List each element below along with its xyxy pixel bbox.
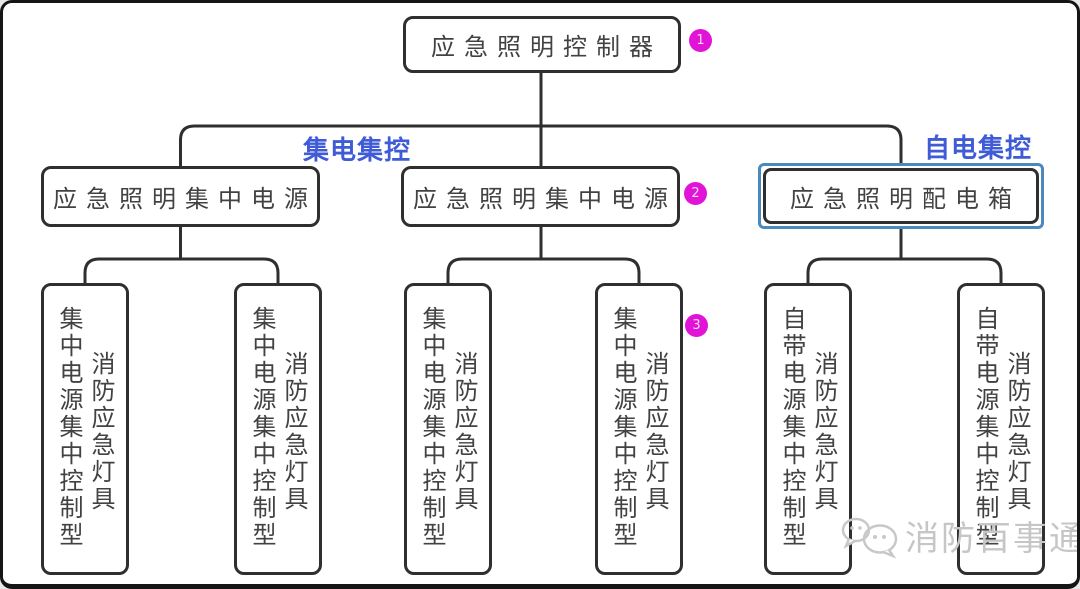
luminaire-device-label: 消防应急灯具 [1003,351,1031,513]
branch-label-self-contained-power: 自电集控 [924,134,1033,164]
badge-number: 1 [696,33,705,48]
badge-2: 2 [684,182,707,205]
luminaire-device-label: 消防应急灯具 [87,351,115,513]
node-luminaire-1: 集中电源集中控制型 消防应急灯具 [41,283,129,575]
luminaire-type-label: 集中电源集中控制型 [55,306,83,549]
luminaire-type-label: 自带电源集中控制型 [971,306,999,549]
node-luminaire-6: 自带电源集中控制型 消防应急灯具 [957,283,1045,575]
connector-l2right-rail [806,257,1003,285]
node-centralized-power-supply-1: 应急照明集中电源 [41,166,320,227]
wechat-chat-bubbles-icon [839,509,901,561]
node-label: 应急照明集中电源 [413,185,677,213]
node-luminaire-2: 集中电源集中控制型 消防应急灯具 [234,283,322,575]
watermark: 消防百事通 [839,509,1080,561]
luminaire-type-label: 集中电源集中控制型 [609,306,637,549]
luminaire-type-label: 集中电源集中控制型 [418,306,446,549]
connector-l2mid-rail [446,257,641,285]
node-luminaire-4: 集中电源集中控制型 消防应急灯具 [595,283,683,575]
badge-number: 3 [692,318,701,333]
node-emergency-lighting-controller: 应急照明控制器 [403,16,681,73]
connector-lines [83,71,1003,285]
node-distribution-box-highlight: 应急照明配电箱 [758,163,1044,229]
badge-number: 2 [691,186,700,201]
luminaire-device-label: 消防应急灯具 [280,351,308,513]
luminaire-device-label: 消防应急灯具 [810,351,838,513]
luminaire-device-label: 消防应急灯具 [641,351,669,513]
node-label: 应急照明集中电源 [53,185,317,213]
connector-level1-rail [179,124,903,168]
connector-l2left-rail [83,257,280,285]
node-centralized-power-supply-2: 应急照明集中电源 [401,166,680,227]
node-luminaire-5: 自带电源集中控制型 消防应急灯具 [764,283,852,575]
luminaire-device-label: 消防应急灯具 [450,351,478,513]
node-luminaire-3: 集中电源集中控制型 消防应急灯具 [404,283,492,575]
luminaire-type-label: 集中电源集中控制型 [248,306,276,549]
branch-label-centralized-power: 集电集控 [303,136,412,166]
node-distribution-box: 应急照明配电箱 [763,168,1039,224]
node-label: 应急照明控制器 [431,33,662,61]
watermark-text: 消防百事通 [905,518,1080,559]
badge-1: 1 [689,29,712,52]
luminaire-type-label: 自带电源集中控制型 [778,306,806,549]
badge-3: 3 [685,314,708,337]
node-label: 应急照明配电箱 [790,184,1021,213]
